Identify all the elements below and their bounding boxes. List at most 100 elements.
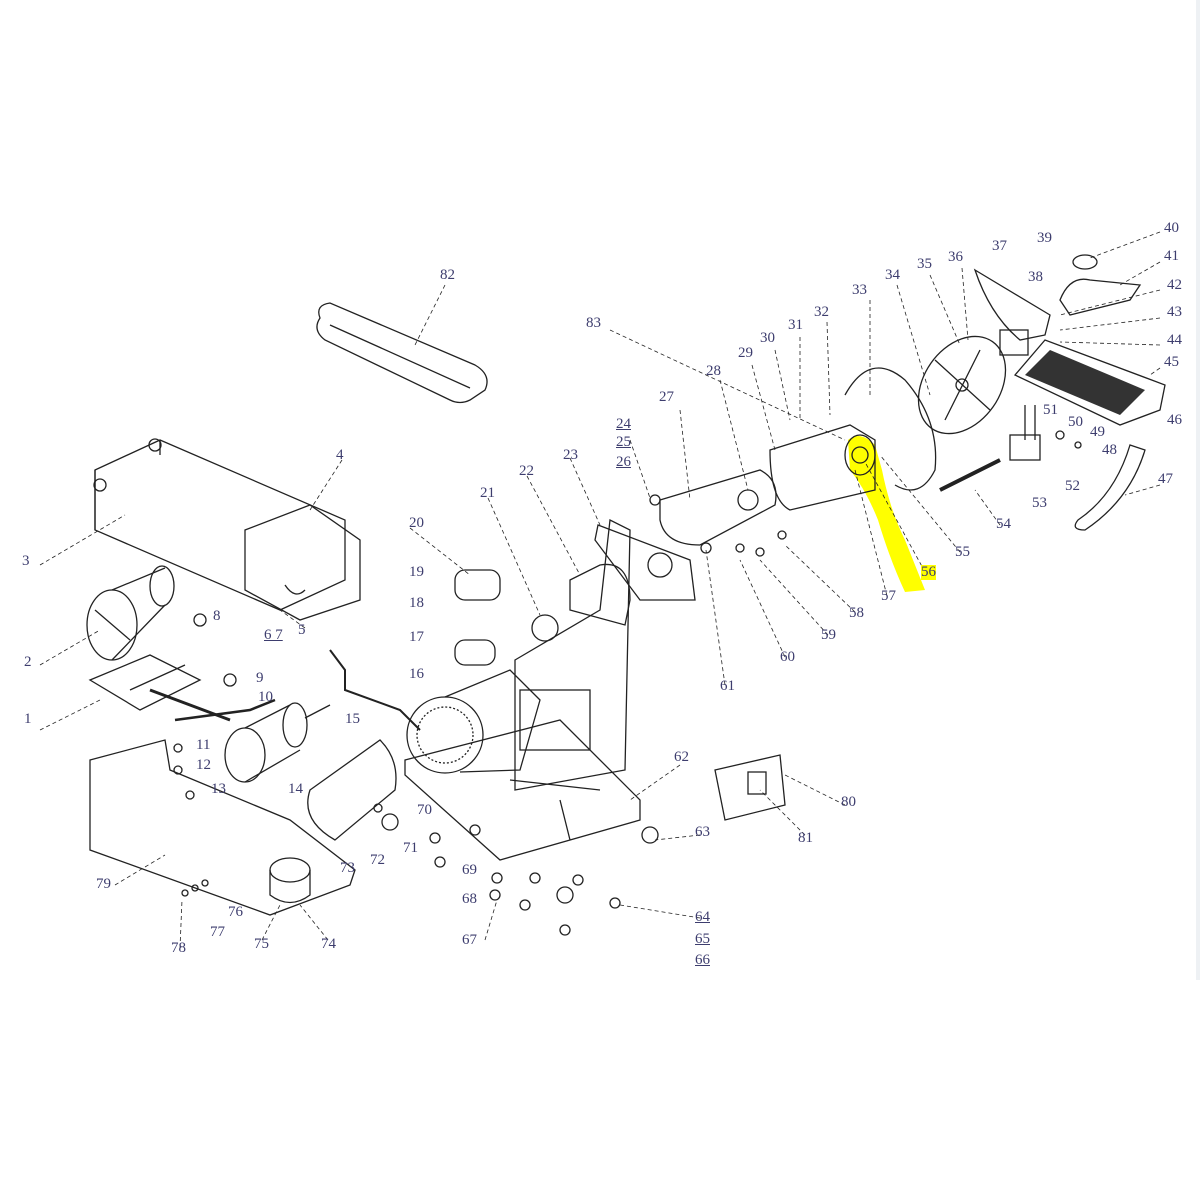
part-label-50: 50	[1068, 414, 1083, 430]
part-label-39: 39	[1037, 230, 1052, 246]
part-label-40: 40	[1164, 220, 1179, 236]
part-label-68: 68	[462, 891, 477, 907]
part-label-63: 63	[695, 824, 710, 840]
part-label-59: 59	[821, 627, 836, 643]
work-table	[1013, 339, 1166, 426]
part-label-77: 77	[210, 924, 225, 940]
part-label-61: 61	[720, 678, 735, 694]
part-label-65: 65	[695, 931, 710, 947]
part-label-78: 78	[171, 940, 186, 956]
part-label-6-7: 6 7	[264, 627, 283, 643]
part-label-44: 44	[1167, 332, 1182, 348]
lower-bracket	[88, 654, 202, 711]
part-label-45: 45	[1164, 354, 1179, 370]
leader-lines	[39, 231, 1161, 949]
part-label-33: 33	[852, 282, 867, 298]
part-label-17: 17	[409, 629, 424, 645]
bottom-cover	[89, 739, 356, 916]
switch-box	[519, 689, 591, 751]
part-label-43: 43	[1167, 304, 1182, 320]
part-label-24: 24	[616, 416, 631, 432]
part-label-30: 30	[760, 330, 775, 346]
motor-cover	[307, 739, 397, 841]
main-motor	[406, 669, 541, 774]
part-label-1: 1	[24, 711, 32, 727]
arm	[569, 563, 631, 626]
sanding-belt	[316, 302, 488, 404]
lever	[174, 698, 276, 722]
part-label-35: 35	[917, 256, 932, 272]
page-edge	[1196, 0, 1200, 980]
part-label-52: 52	[1065, 478, 1080, 494]
bearing-21	[531, 614, 559, 642]
drum	[86, 565, 175, 661]
part-label-28: 28	[706, 363, 721, 379]
part-label-37: 37	[992, 238, 1007, 254]
part-label-23: 23	[563, 447, 578, 463]
part-label-11: 11	[196, 737, 211, 753]
part-label-56: 56	[921, 564, 936, 580]
part-label-20: 20	[409, 515, 424, 531]
part-label-49: 49	[1090, 424, 1105, 440]
part-label-32: 32	[814, 304, 829, 320]
part-label-29: 29	[738, 345, 753, 361]
part-label-53: 53	[1032, 495, 1047, 511]
part-label-26: 26	[616, 454, 631, 470]
tension-plate	[659, 469, 777, 546]
shaft	[939, 458, 1001, 492]
base-plate	[404, 719, 641, 861]
part-label-22: 22	[519, 463, 534, 479]
part-label-2: 2	[24, 654, 32, 670]
part-label-51: 51	[1043, 402, 1058, 418]
part-label-83: 83	[586, 315, 601, 331]
part-label-47: 47	[1158, 471, 1173, 487]
part-label-69: 69	[462, 862, 477, 878]
part-label-80: 80	[841, 794, 856, 810]
part-label-67: 67	[462, 932, 477, 948]
part-label-19: 19	[409, 564, 424, 580]
part-label-3: 3	[22, 553, 30, 569]
part-label-9: 9	[256, 670, 264, 686]
part-label-14: 14	[288, 781, 303, 797]
part-label-81: 81	[798, 830, 813, 846]
guard	[973, 268, 1051, 341]
small-motor	[224, 702, 331, 783]
switch-plate	[714, 754, 786, 821]
bracket-23	[594, 524, 696, 601]
part-label-70: 70	[417, 802, 432, 818]
part-label-75: 75	[254, 936, 269, 952]
part-label-46: 46	[1167, 412, 1182, 428]
post	[1024, 405, 1036, 440]
part-label-54: 54	[996, 516, 1011, 532]
frame	[93, 438, 346, 611]
part-label-41: 41	[1164, 248, 1179, 264]
part-label-4: 4	[336, 447, 344, 463]
column	[514, 519, 631, 791]
part-label-79: 79	[96, 876, 111, 892]
part-label-66: 66	[695, 952, 710, 968]
part-label-31: 31	[788, 317, 803, 333]
part-label-13: 13	[211, 781, 226, 797]
disc	[844, 367, 937, 491]
part-label-12: 12	[196, 757, 211, 773]
clamp	[1059, 278, 1142, 316]
capacitor-19	[454, 569, 501, 601]
part-label-18: 18	[409, 595, 424, 611]
highlight-56	[848, 436, 925, 592]
part-label-55: 55	[955, 544, 970, 560]
capacitor-17	[454, 639, 496, 666]
part-label-16: 16	[409, 666, 424, 682]
part-label-8: 8	[213, 608, 221, 624]
bracket-plate	[244, 504, 361, 621]
part-label-72: 72	[370, 852, 385, 868]
part-label-64: 64	[695, 909, 710, 925]
part-label-60: 60	[780, 649, 795, 665]
part-label-25: 25	[616, 434, 631, 450]
part-label-10: 10	[258, 689, 273, 705]
roller	[769, 424, 876, 511]
miter-arc	[1074, 444, 1146, 531]
power-cord	[329, 649, 421, 731]
part-label-62: 62	[674, 749, 689, 765]
